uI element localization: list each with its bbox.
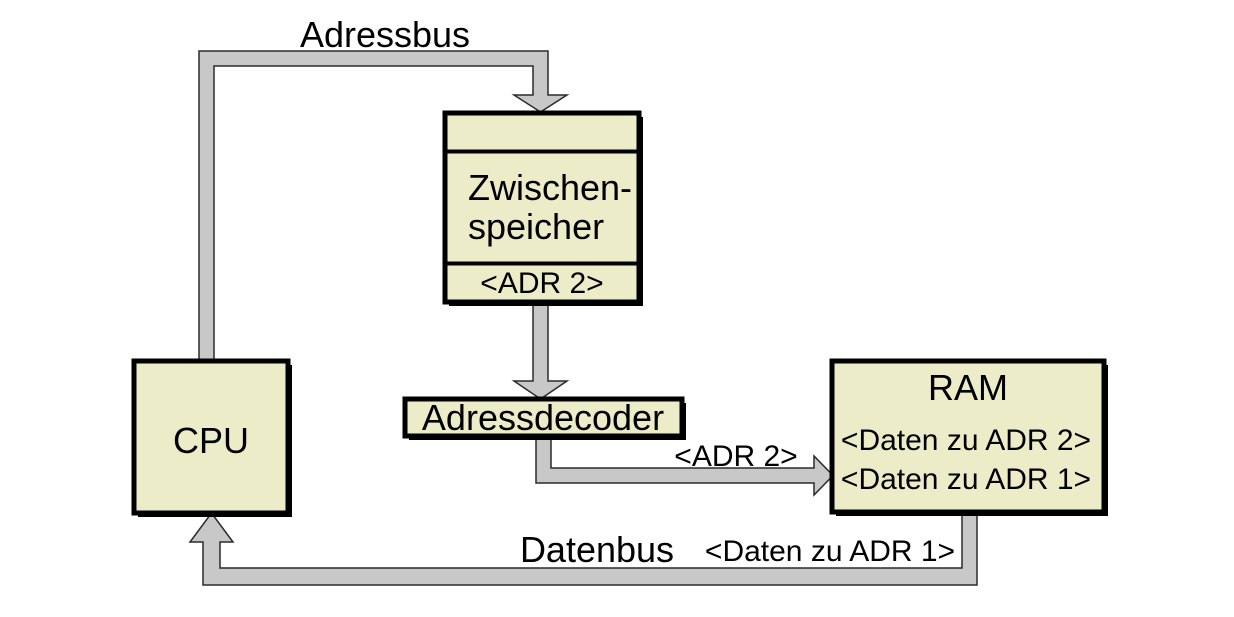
cpu-box-body	[131, 358, 291, 516]
decoder-to-ram-pipe	[535, 435, 835, 497]
data-bus-label: Datenbus	[520, 529, 674, 570]
buffer-to-decoder-pipe	[511, 301, 570, 400]
decoder-label: Adressdecoder	[422, 397, 664, 438]
ram-box-body	[829, 358, 1107, 515]
buffer-label-line1: Zwischen-	[468, 167, 632, 208]
buffer-to-decoder-arrow	[511, 301, 570, 400]
cpu-box: CPU	[131, 358, 292, 517]
address-bus-pipe	[198, 50, 570, 362]
ram-box: RAM <Daten zu ADR 2> <Daten zu ADR 1>	[829, 358, 1108, 516]
decoder-box-body	[402, 396, 685, 439]
buffer-box: Zwischen- speicher <ADR 2>	[442, 110, 643, 306]
ram-data-row-2: <Daten zu ADR 1>	[841, 463, 1091, 496]
decoder-box: Adressdecoder	[402, 396, 686, 440]
data-bus	[188, 511, 978, 586]
buffer-label-line2: speicher	[468, 206, 604, 247]
cpu-label: CPU	[173, 420, 249, 461]
ram-title: RAM	[928, 367, 1008, 408]
decoder-to-ram-arrow	[535, 435, 835, 497]
ram-data-row-1: <Daten zu ADR 2>	[841, 424, 1091, 457]
decoder-to-ram-label: <ADR 2>	[674, 440, 797, 473]
buffer-box-body	[442, 110, 642, 305]
buffer-slot-label: <ADR 2>	[480, 267, 603, 300]
address-bus	[198, 50, 570, 362]
address-bus-label: Adressbus	[300, 14, 470, 55]
data-bus-pipe	[188, 511, 978, 586]
data-bus-data-label: <Daten zu ADR 1>	[705, 535, 955, 568]
